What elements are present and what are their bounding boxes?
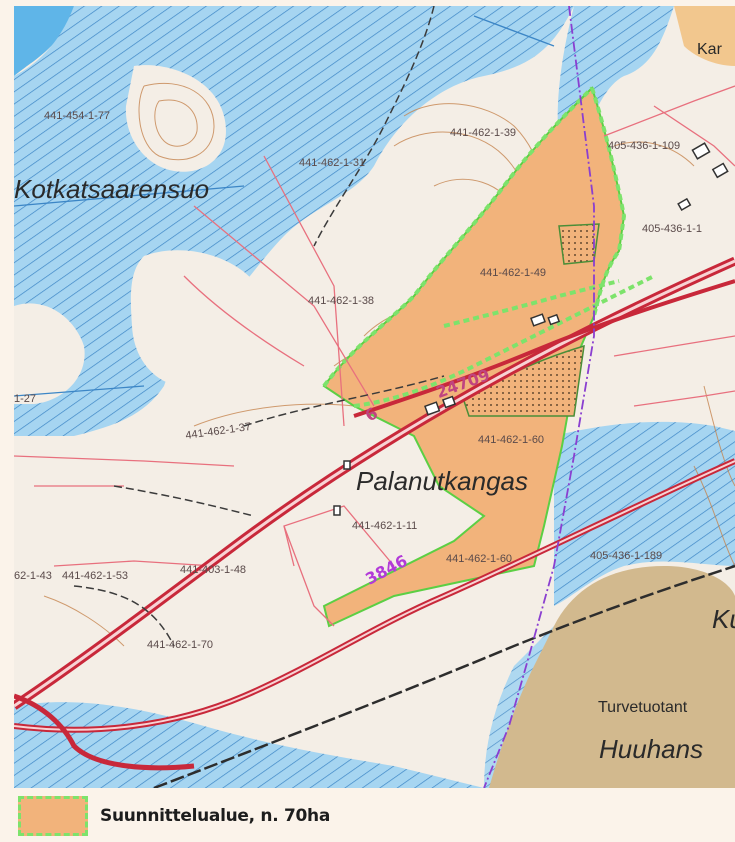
parcel-label: 405-436-1-109 <box>608 140 680 152</box>
parcel-label: 441-454-1-77 <box>44 110 110 122</box>
parcel-label: 405-436-1-1 <box>642 223 702 235</box>
marsh-island <box>125 65 226 172</box>
parcel-label: 441-462-1-53 <box>62 570 128 582</box>
parcel-label: 405-436-1-189 <box>590 550 662 562</box>
parcel-label: 441-462-1-49 <box>480 267 546 279</box>
parcel-label: 441-462-1-70 <box>147 639 213 651</box>
place-name-kotkatsaarensuo: Kotkatsaarensuo <box>14 174 209 204</box>
settlement-area <box>674 6 735 66</box>
secondary-road-3846 <box>14 458 735 733</box>
gravel-area-north <box>558 223 600 265</box>
place-name-palanutkangas: Palanutkangas <box>356 466 528 496</box>
peat-production-area <box>489 566 735 788</box>
place-name-huuhans: Huuhans <box>599 734 703 764</box>
marsh-clearing-2 <box>14 303 85 404</box>
parcel-label: 1-27 <box>14 393 36 405</box>
ditches <box>14 15 555 397</box>
parcel-label: 62-1-43 <box>14 570 52 582</box>
forest-tracks <box>73 6 445 647</box>
topographic-map: Kotkatsaarensuo Palanutkangas Turvetuota… <box>14 6 735 788</box>
parcel-label: 441-462-1-60 <box>478 434 544 446</box>
buildings <box>333 142 729 516</box>
parcel-label: 441-462-1-60 <box>446 553 512 565</box>
parcel-label: 441-403-1-48 <box>180 564 246 576</box>
marsh-area-southeast <box>554 421 735 606</box>
parcel-label: 441-462-1-31 <box>299 157 365 169</box>
property-boundaries <box>14 85 735 627</box>
parcel-label: 441-462-1-38 <box>308 295 374 307</box>
planning-area-swatch <box>18 796 88 836</box>
legend-label: Suunnittelualue, n. 70ha <box>100 806 331 826</box>
parcel-label: 441-462-1-39 <box>450 127 516 139</box>
place-name-kar: Kar <box>697 41 723 58</box>
place-name-turvetuotanto: Turvetuotant <box>598 699 688 716</box>
parcel-label: 441-462-1-11 <box>352 520 417 532</box>
road-ramp <box>14 693 195 771</box>
municipal-border <box>483 6 595 788</box>
map-legend: Suunnittelualue, n. 70ha <box>18 793 330 839</box>
map-view[interactable]: Kotkatsaarensuo Palanutkangas Turvetuota… <box>14 6 735 788</box>
marsh-clearing <box>130 250 268 388</box>
planning-area[interactable] <box>322 86 655 628</box>
road-24709 <box>353 279 735 418</box>
place-name-ku: Ku <box>712 604 735 634</box>
parcel-labels: 441-454-1-77 441-462-1-39 405-436-1-109 … <box>14 110 702 651</box>
lake <box>14 6 74 76</box>
railway <box>153 564 735 788</box>
